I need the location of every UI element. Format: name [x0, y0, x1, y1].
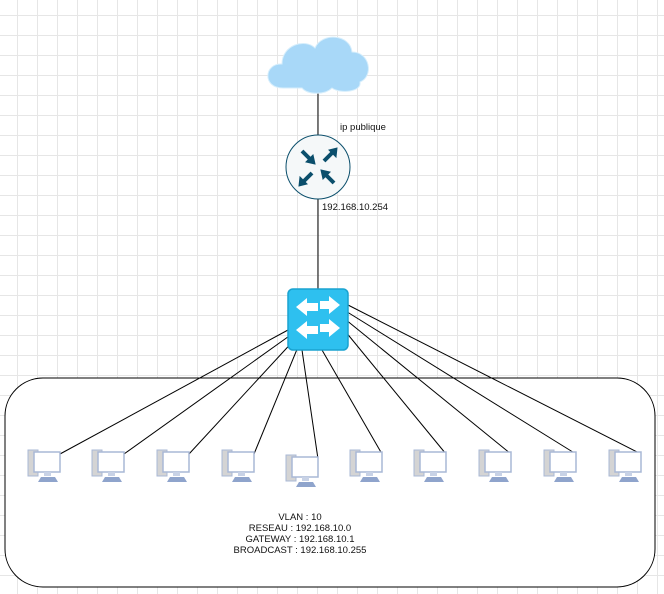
link-switch-pc[interactable] [301, 349, 319, 460]
link-switch-pc[interactable] [253, 341, 301, 455]
link-switch-pc[interactable] [59, 329, 289, 455]
network-text: RESEAU : 192.168.10.0 [248, 523, 352, 534]
pc-icon[interactable] [27, 449, 61, 482]
link-switch-pc[interactable] [347, 304, 642, 455]
public-ip-label: ip publique [340, 122, 386, 133]
router-icon[interactable] [285, 134, 351, 200]
switch-icon[interactable] [287, 288, 349, 351]
pc-icon[interactable] [221, 449, 255, 482]
pc-icon[interactable] [91, 449, 125, 482]
network-info: VLAN : 10 RESEAU : 192.168.10.0 GATEWAY … [200, 512, 400, 556]
link-switch-pc[interactable] [123, 333, 293, 455]
link-switch-pc[interactable] [188, 337, 297, 455]
vlan-text: VLAN : 10 [278, 512, 322, 523]
pc-icon[interactable] [478, 449, 512, 482]
link-switch-pc[interactable] [343, 309, 577, 455]
link-switch-pc[interactable] [339, 314, 512, 455]
cloud-icon[interactable] [267, 36, 369, 94]
broadcast-text: BROADCAST : 192.168.10.255 [233, 545, 367, 556]
vlan-container[interactable] [4, 377, 656, 588]
pc-icon[interactable] [413, 449, 447, 482]
pc-icon[interactable] [608, 449, 642, 482]
link-switch-pc[interactable] [321, 349, 383, 455]
router-ip-label: 192.168.10.254 [322, 202, 389, 213]
gateway-text: GATEWAY : 192.168.10.1 [245, 534, 355, 545]
link-switch-pc[interactable] [335, 319, 447, 455]
pc-icon[interactable] [543, 449, 577, 482]
pc-icon[interactable] [349, 449, 383, 482]
pc-icon[interactable] [156, 449, 190, 482]
pc-icon[interactable] [285, 454, 319, 487]
